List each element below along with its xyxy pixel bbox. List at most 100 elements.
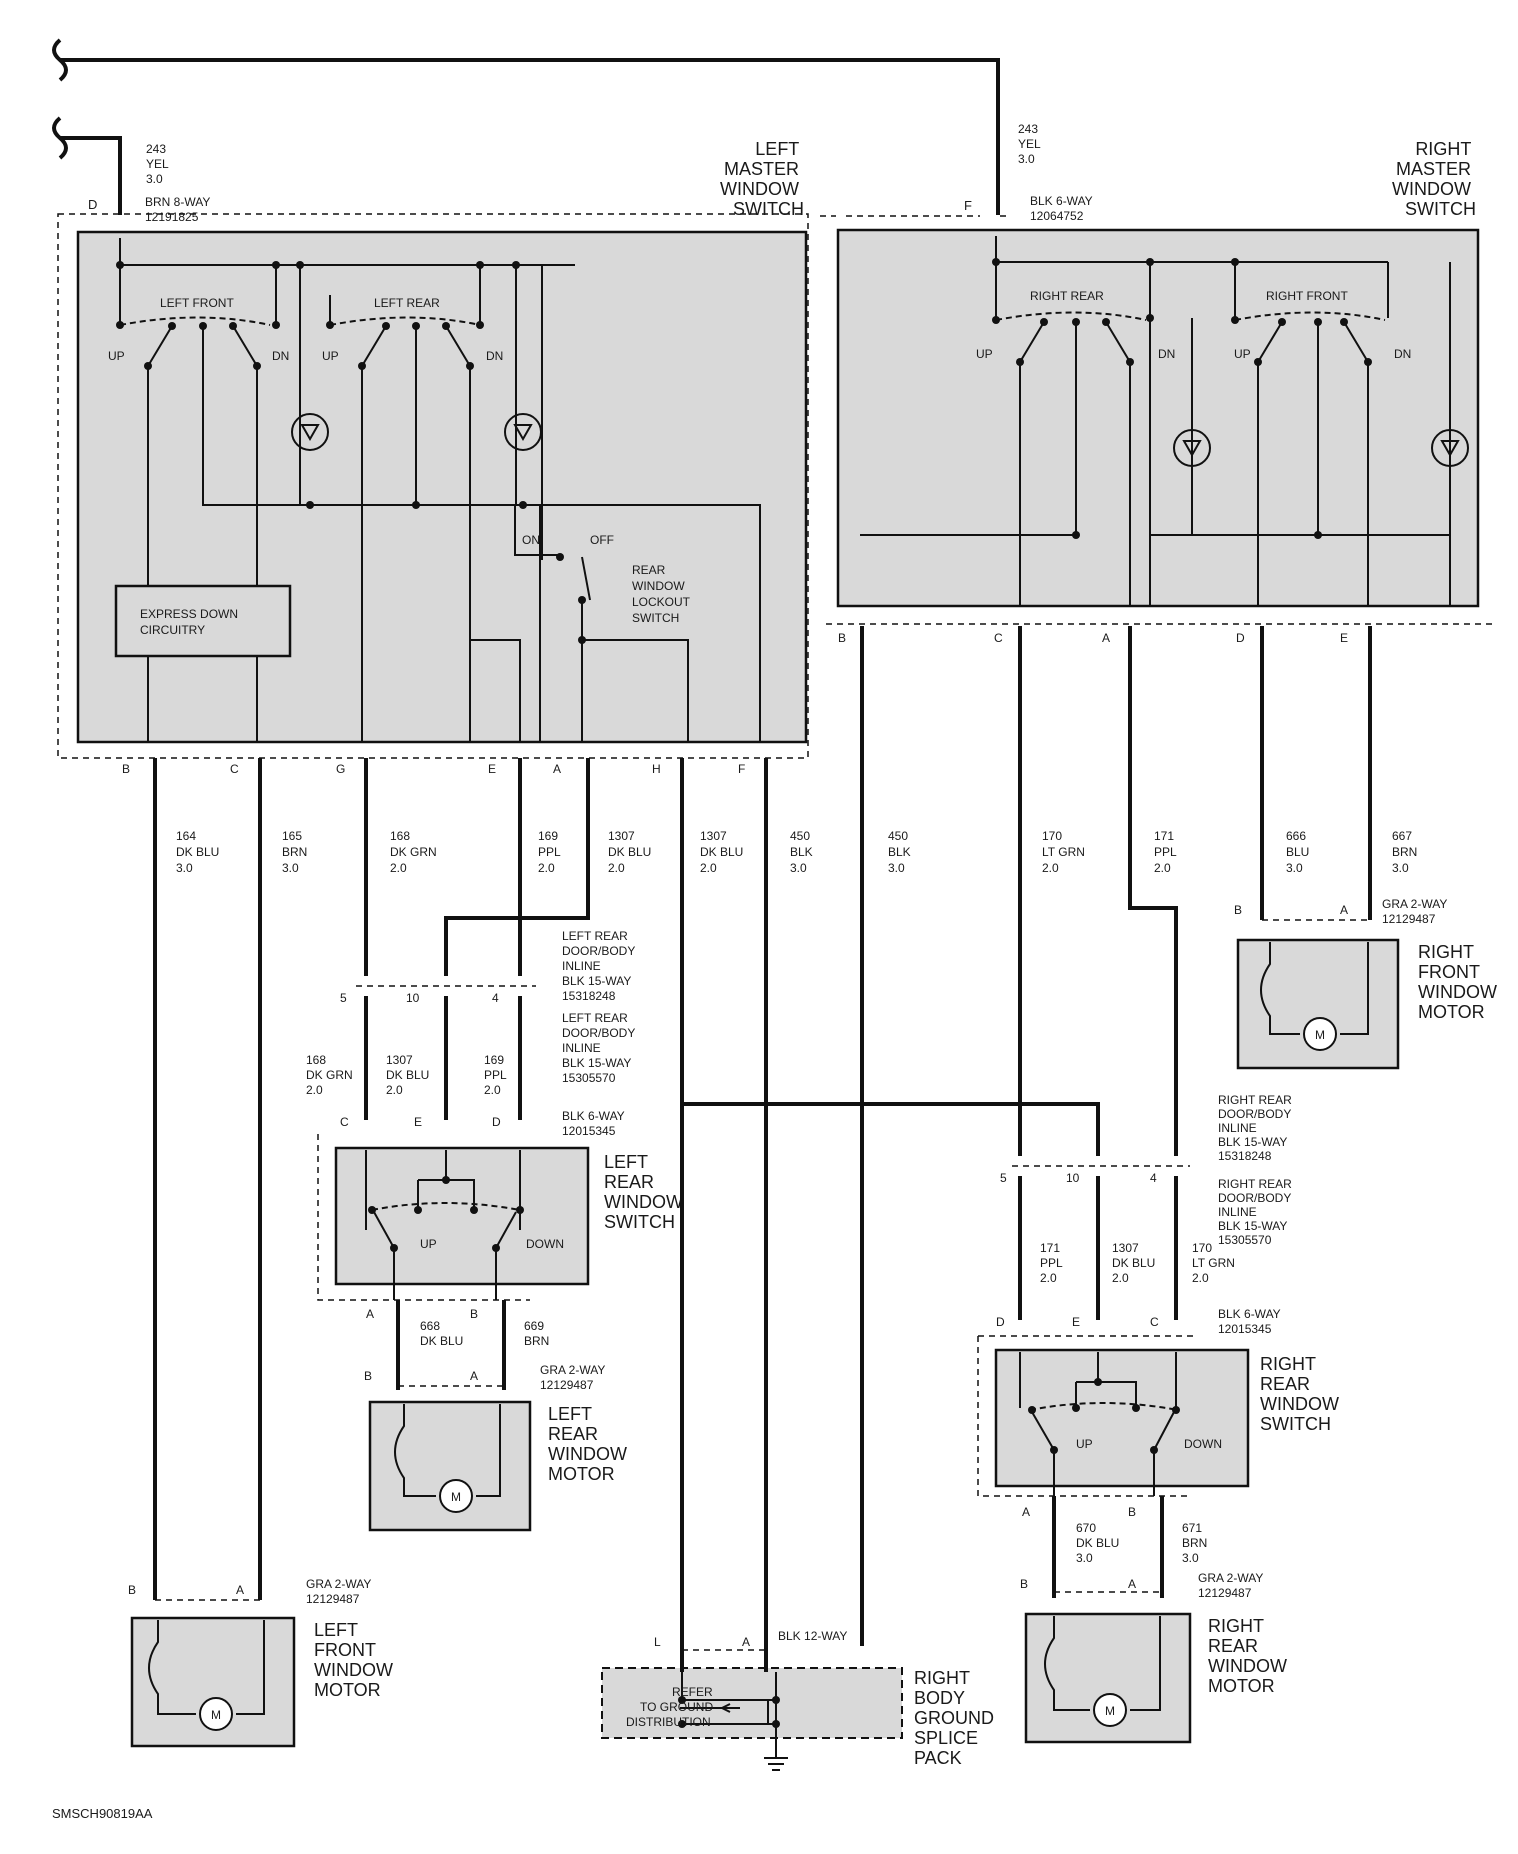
rm-dn-1: DN (1158, 347, 1175, 361)
lm-express-label: EXPRESS DOWN CIRCUITRY (140, 607, 241, 637)
lm-off: OFF (590, 533, 614, 547)
rm-title: RIGHT MASTER WINDOW SWITCH (1392, 139, 1476, 219)
rm-pins: B C A D E (838, 631, 1348, 645)
express-down-box (114, 584, 292, 658)
lm-pins: B C G E A H F (122, 762, 745, 776)
top-feed-wires (52, 38, 1000, 215)
rm-feed-wire: 243 YEL 3.0 (1018, 122, 1044, 166)
lr-down: DOWN (526, 1237, 564, 1251)
rr-up: UP (1076, 1437, 1093, 1451)
rm-up-2: UP (1234, 347, 1251, 361)
ground-box (601, 1667, 903, 1739)
lm-left-front-label: LEFT FRONT (160, 296, 234, 310)
lm-lockout-label: REAR WINDOW LOCKOUT SWITCH (632, 563, 693, 625)
rm-right-rear-label: RIGHT REAR (1030, 289, 1104, 303)
lm-up-1: UP (108, 349, 125, 363)
lm-dn-1: DN (272, 349, 289, 363)
rm-pin-f: F (964, 198, 972, 213)
diagram-id: SMSCH90819AA (52, 1806, 153, 1821)
rm-up-1: UP (976, 347, 993, 361)
right-master-switch: F 243 YEL 3.0 BLK 6-WAY 12064752 RIGHT M… (820, 122, 1492, 645)
lm-dn-2: DN (486, 349, 503, 363)
rr-down: DOWN (1184, 1437, 1222, 1451)
lm-title: LEFT MASTER WINDOW SWITCH (720, 139, 804, 219)
lm-connector: BRN 8-WAY 12191825 (145, 195, 213, 224)
harness-wires (153, 626, 1372, 1646)
lr-up: UP (420, 1237, 437, 1251)
lm-pin-d: D (88, 197, 97, 212)
left-master-switch: D 243 YEL 3.0 BRN 8-WAY 12191825 LEFT MA… (57, 139, 809, 776)
rm-dn-2: DN (1394, 347, 1411, 361)
lr-motor-m: M (451, 1490, 461, 1504)
lm-up-2: UP (322, 349, 339, 363)
gnd-conn: BLK 12-WAY (778, 1629, 847, 1643)
rr-motor-m: M (1105, 1704, 1115, 1718)
rm-right-front-label: RIGHT FRONT (1266, 289, 1348, 303)
lm-left-rear-label: LEFT REAR (374, 296, 440, 310)
rm-connector: BLK 6-WAY 12064752 (1030, 194, 1096, 223)
rf-motor-m: M (1315, 1028, 1325, 1042)
lm-feed-wire: 243 YEL 3.0 (146, 142, 172, 186)
lf-motor-m: M (211, 1708, 221, 1722)
